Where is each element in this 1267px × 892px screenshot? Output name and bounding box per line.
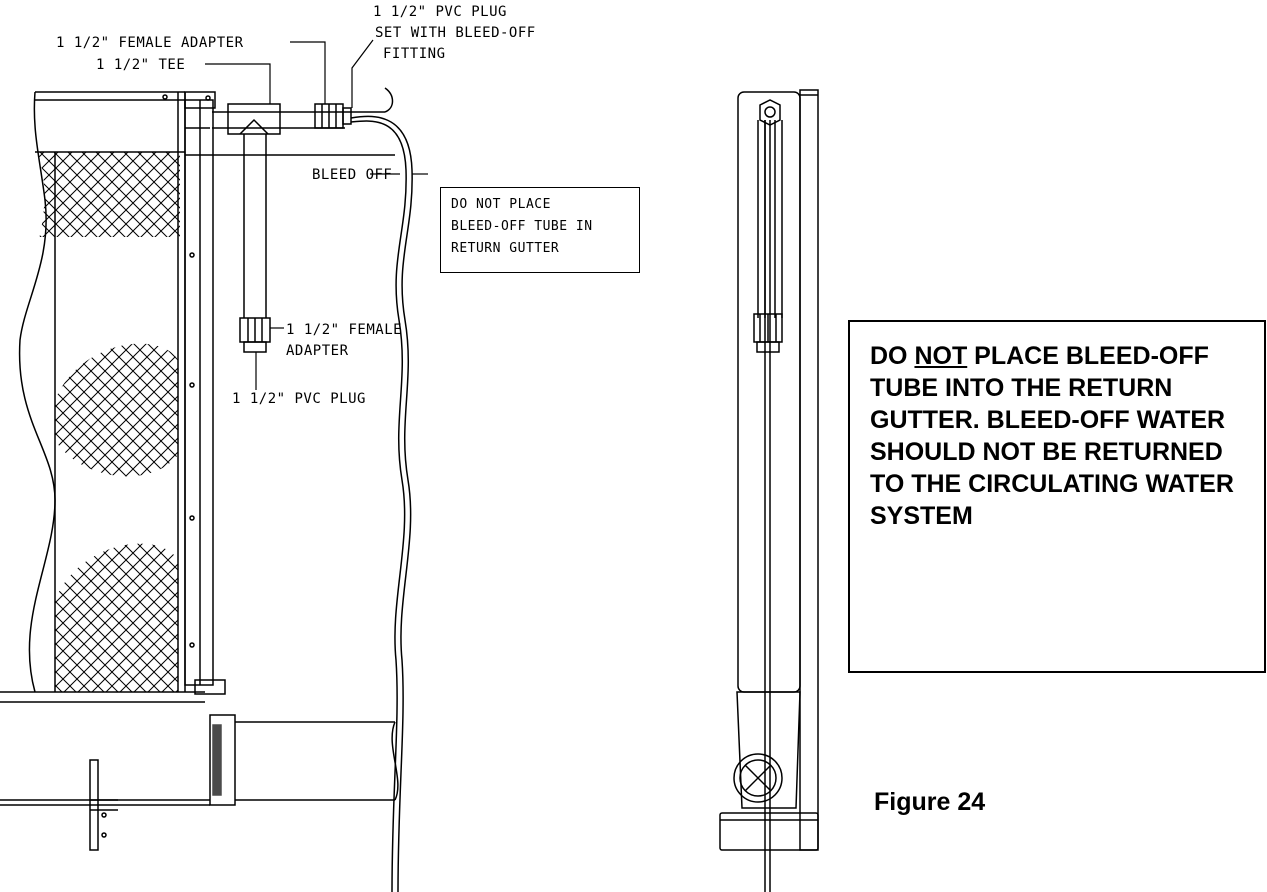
basin-bracket (89, 759, 99, 851)
note-line-2: BLEED-OFF TUBE IN (451, 219, 593, 234)
note-line-3: RETURN GUTTER (451, 241, 560, 256)
label-tee: 1 1/2" TEE (96, 57, 185, 73)
label-female-adapter-top: 1 1/2" FEMALE ADAPTER (56, 35, 244, 51)
warning-post: PLACE BLEED-OFF TUBE INTO THE RETURN GUT… (870, 342, 1234, 530)
bleed-off-tube (350, 115, 413, 892)
leader-lines (205, 39, 428, 390)
label-pvc-plug-top-2: SET WITH BLEED-OFF (375, 25, 536, 41)
side-view-panel (737, 91, 801, 693)
warning-box: DO NOT PLACE BLEED-OFF TUBE INTO THE RET… (848, 320, 1266, 673)
side-view-header-nut (759, 99, 781, 126)
cad-note-box: DO NOT PLACE BLEED-OFF TUBE IN RETURN GU… (440, 187, 640, 273)
label-pvc-plug-top-1: 1 1/2" PVC PLUG (373, 4, 507, 20)
basin-collar (209, 714, 236, 806)
warning-emphasis: NOT (914, 342, 968, 370)
panel-wavy-edge (18, 91, 56, 693)
label-bleed-off: BLEED OFF (312, 167, 392, 183)
side-post (184, 99, 214, 686)
figure-caption: Figure 24 (874, 788, 986, 816)
warning-pre: DO (870, 342, 915, 370)
lower-pvc-plug (243, 341, 267, 353)
side-view-basin (736, 691, 801, 809)
top-pvc-plug (342, 107, 352, 125)
note-line-1: DO NOT PLACE (451, 197, 551, 212)
label-female-adapter-lower-2: ADAPTER (286, 343, 349, 359)
right-side-view (719, 89, 819, 892)
label-pvc-plug-lower: 1 1/2" PVC PLUG (232, 391, 366, 407)
tee-fitting (227, 103, 281, 135)
media-mesh (20, 152, 180, 692)
label-pvc-plug-top-3: FITTING (383, 46, 446, 62)
label-female-adapter-lower-1: 1 1/2" FEMALE (286, 322, 402, 338)
